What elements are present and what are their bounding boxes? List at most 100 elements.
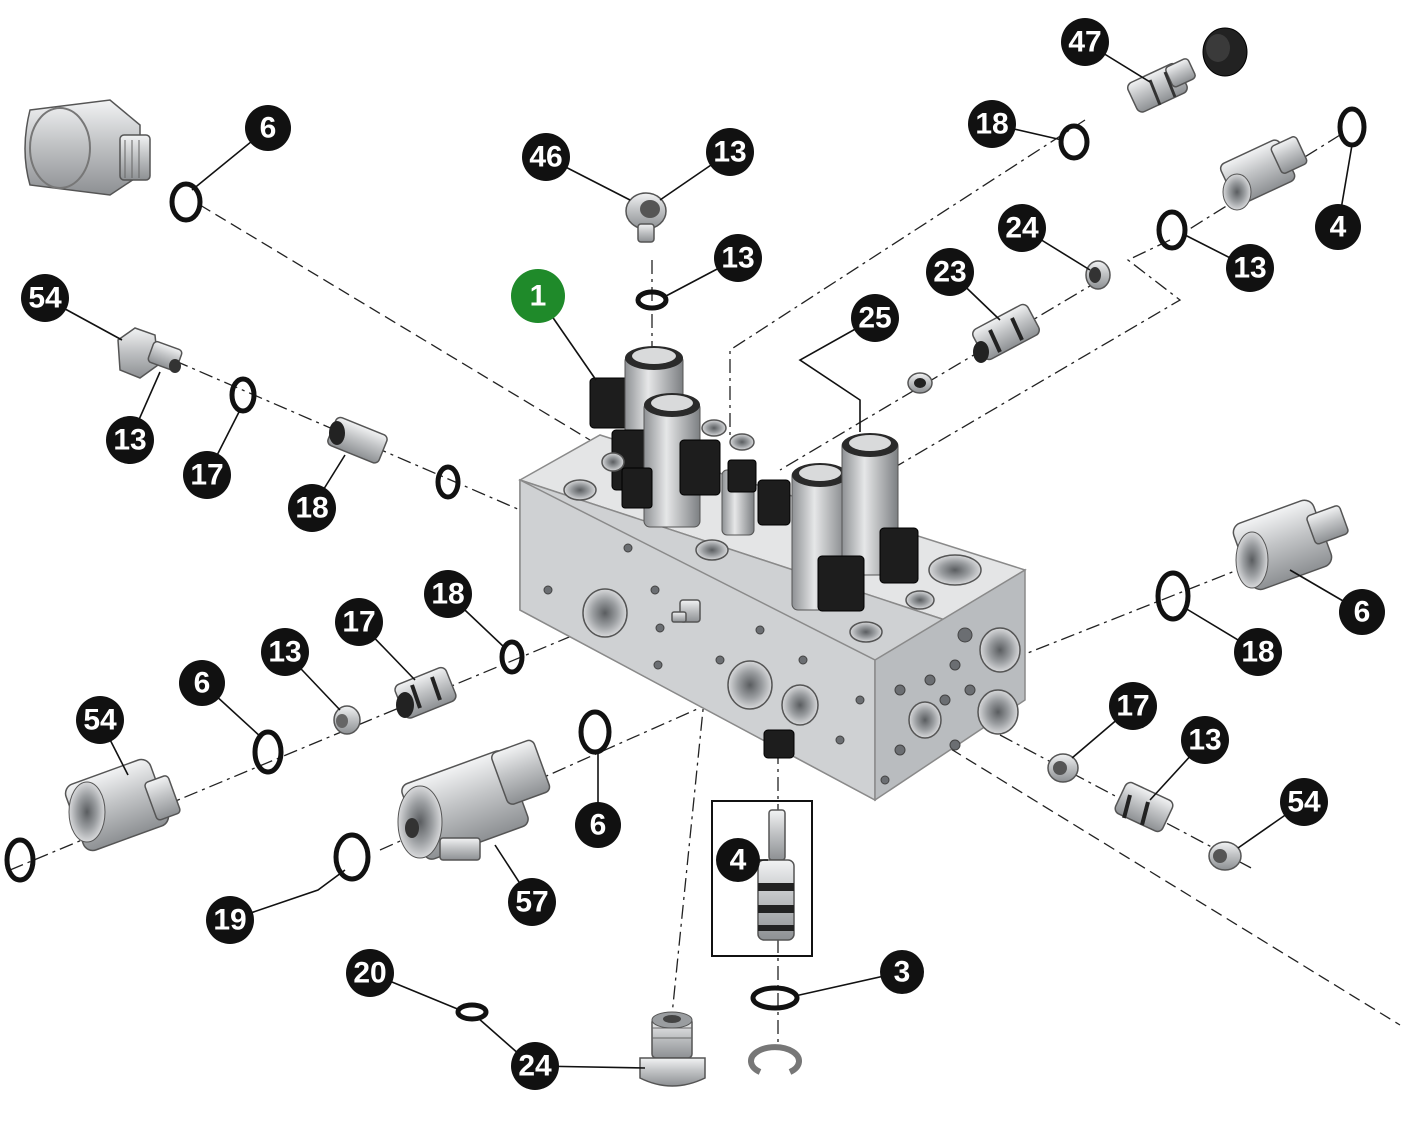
nut-54-right	[1208, 841, 1242, 871]
o-ring-18-top	[1058, 123, 1090, 161]
fitting-right-top	[1219, 136, 1308, 211]
plug-24-bottom	[639, 1011, 706, 1087]
callout-18-right: 18	[1234, 628, 1282, 676]
callout-4-top-right: 4	[1315, 204, 1361, 250]
callout-54-left-lower: 54	[76, 696, 124, 744]
callout-24-bottom: 24	[511, 1042, 559, 1090]
solenoid-valves	[589, 346, 919, 612]
callout-23: 23	[926, 248, 974, 296]
svg-text:46: 46	[529, 141, 562, 174]
small-spool	[907, 372, 933, 394]
callout-13-top-ring: 13	[714, 234, 762, 282]
cartridge-4-frame	[711, 800, 813, 957]
svg-text:19: 19	[213, 904, 246, 937]
callout-6-top-left: 6	[245, 105, 291, 151]
svg-text:54: 54	[28, 282, 62, 315]
svg-text:6: 6	[1354, 596, 1371, 629]
callout-6-mid: 6	[575, 802, 621, 848]
callout-13-right-ring: 13	[1226, 244, 1274, 292]
fitting-top-left	[24, 99, 151, 196]
o-ring-left-edge	[4, 837, 36, 883]
callout-13-left-lower: 13	[261, 628, 309, 676]
callout-17-left-upper: 17	[183, 451, 231, 499]
check-valve-small	[671, 599, 795, 759]
svg-text:54: 54	[83, 704, 117, 737]
callout-18-left-lower: 18	[424, 570, 472, 618]
callouts: 47 6 46 13 18 4 24 13 13 1 23 54 25 13 1…	[21, 18, 1385, 1090]
fitting-54-top	[117, 327, 183, 379]
fitting-54-bottom	[64, 758, 181, 852]
cartridge-17-left	[394, 666, 457, 719]
nut-17-right	[1047, 753, 1079, 783]
callout-19: 19	[206, 896, 254, 944]
svg-text:6: 6	[260, 112, 277, 145]
svg-text:1: 1	[530, 280, 547, 313]
o-ring-19	[333, 832, 371, 882]
svg-text:24: 24	[1005, 212, 1039, 245]
o-ring-4-top	[1337, 106, 1367, 148]
banjo-46	[625, 192, 667, 243]
callout-18-left-upper: 18	[288, 484, 336, 532]
o-ring-18-left	[499, 639, 525, 675]
callout-6-left-lower: 6	[179, 660, 225, 706]
svg-text:23: 23	[933, 256, 966, 289]
callout-46: 46	[522, 133, 570, 181]
components	[4, 27, 1367, 1087]
callout-18-top: 18	[968, 100, 1016, 148]
callout-47: 47	[1061, 18, 1109, 66]
callout-20: 20	[346, 949, 394, 997]
plug-24-top	[1085, 260, 1111, 290]
svg-text:24: 24	[518, 1050, 552, 1083]
svg-text:17: 17	[190, 459, 223, 492]
svg-text:18: 18	[1241, 636, 1274, 669]
svg-text:18: 18	[975, 108, 1008, 141]
svg-text:4: 4	[730, 844, 747, 877]
svg-text:13: 13	[721, 242, 754, 275]
callout-17-right: 17	[1109, 682, 1157, 730]
fitting-47	[1126, 27, 1248, 113]
svg-text:18: 18	[295, 492, 328, 525]
svg-text:57: 57	[515, 886, 548, 919]
svg-text:54: 54	[1287, 786, 1321, 819]
svg-text:20: 20	[353, 957, 386, 990]
svg-text:4: 4	[1330, 211, 1347, 244]
callout-24-top: 24	[998, 204, 1046, 252]
callout-54-top-left: 54	[21, 274, 69, 322]
fitting-57	[397, 739, 551, 861]
callout-57: 57	[508, 878, 556, 926]
callout-3: 3	[880, 950, 924, 994]
svg-text:3: 3	[894, 956, 911, 989]
svg-text:18: 18	[431, 578, 464, 611]
o-ring-3	[750, 985, 800, 1011]
snap-ring	[748, 1044, 802, 1075]
o-ring-6-top	[169, 181, 203, 223]
o-ring-6-left	[252, 729, 284, 775]
svg-text:13: 13	[1188, 724, 1221, 757]
o-ring-20	[455, 1002, 489, 1022]
svg-text:13: 13	[1233, 252, 1266, 285]
nut-13-left	[333, 705, 361, 735]
callout-13-banjo: 13	[706, 128, 754, 176]
callout-17-left-lower: 17	[335, 598, 383, 646]
callout-6-right: 6	[1339, 589, 1385, 635]
o-ring-13-right	[1156, 209, 1188, 251]
cartridge-4	[757, 809, 795, 941]
fitting-6-right	[1232, 499, 1349, 591]
svg-text:13: 13	[268, 636, 301, 669]
callout-4-cartridge: 4	[716, 838, 760, 882]
svg-text:25: 25	[858, 302, 891, 335]
callout-13-right-lower: 13	[1181, 716, 1229, 764]
callout-13-left-upper: 13	[106, 416, 154, 464]
svg-text:13: 13	[113, 424, 146, 457]
svg-text:47: 47	[1068, 26, 1101, 59]
o-ring-17-left	[229, 376, 257, 414]
svg-text:17: 17	[1116, 690, 1149, 723]
callout-25: 25	[851, 294, 899, 342]
svg-text:6: 6	[590, 809, 607, 842]
cartridge-23	[972, 303, 1040, 363]
o-ring-6-mid	[578, 709, 612, 755]
cartridge-13-right	[1114, 781, 1174, 833]
callout-1-highlighted: 1	[511, 269, 565, 323]
svg-text:6: 6	[194, 667, 211, 700]
